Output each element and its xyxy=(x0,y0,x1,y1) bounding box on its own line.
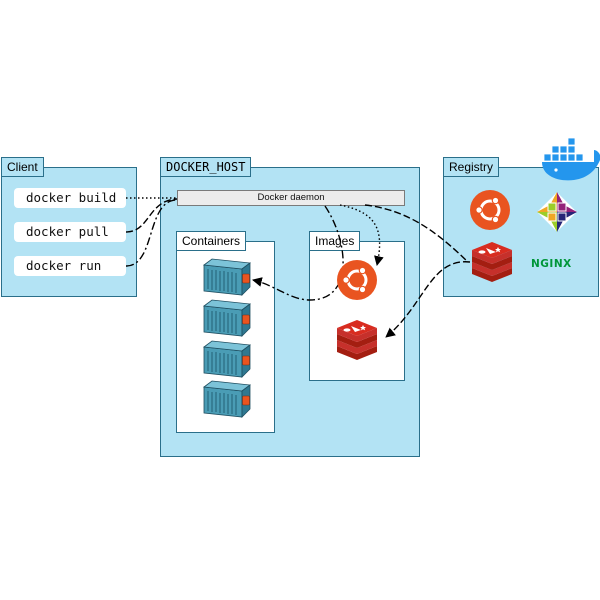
docker-run-command[interactable]: docker run xyxy=(14,256,126,276)
client-label: Client xyxy=(1,157,44,177)
container-icon xyxy=(203,299,251,337)
ubuntu-registry-icon xyxy=(468,188,512,232)
centos-icon xyxy=(537,192,577,232)
run-connector xyxy=(125,199,178,267)
docker-daemon: Docker daemon xyxy=(177,190,405,206)
registry-to-images-arrow xyxy=(385,261,471,338)
containers-label: Containers xyxy=(176,231,247,251)
nginx-logo: NGINX xyxy=(531,258,572,270)
pull-connector xyxy=(125,198,178,233)
docker-build-command[interactable]: docker build xyxy=(14,188,126,208)
docker-pull-command[interactable]: docker pull xyxy=(14,222,126,242)
redis-image-icon xyxy=(337,320,377,360)
ubuntu-image-icon xyxy=(335,258,379,302)
docker-host-label: DOCKER_HOST xyxy=(160,157,252,177)
images-label: Images xyxy=(309,231,361,251)
daemon-to-registry-connector xyxy=(364,204,469,263)
container-icon xyxy=(203,258,251,296)
daemon-to-images-arrow xyxy=(339,204,384,266)
registry-label: Registry xyxy=(443,157,500,177)
redis-registry-icon xyxy=(472,242,512,282)
registry-panel xyxy=(443,167,599,297)
container-icon xyxy=(203,340,251,378)
docker-whale-icon xyxy=(542,137,600,181)
container-icon xyxy=(203,380,251,418)
images-to-containers-arrow xyxy=(252,205,344,301)
